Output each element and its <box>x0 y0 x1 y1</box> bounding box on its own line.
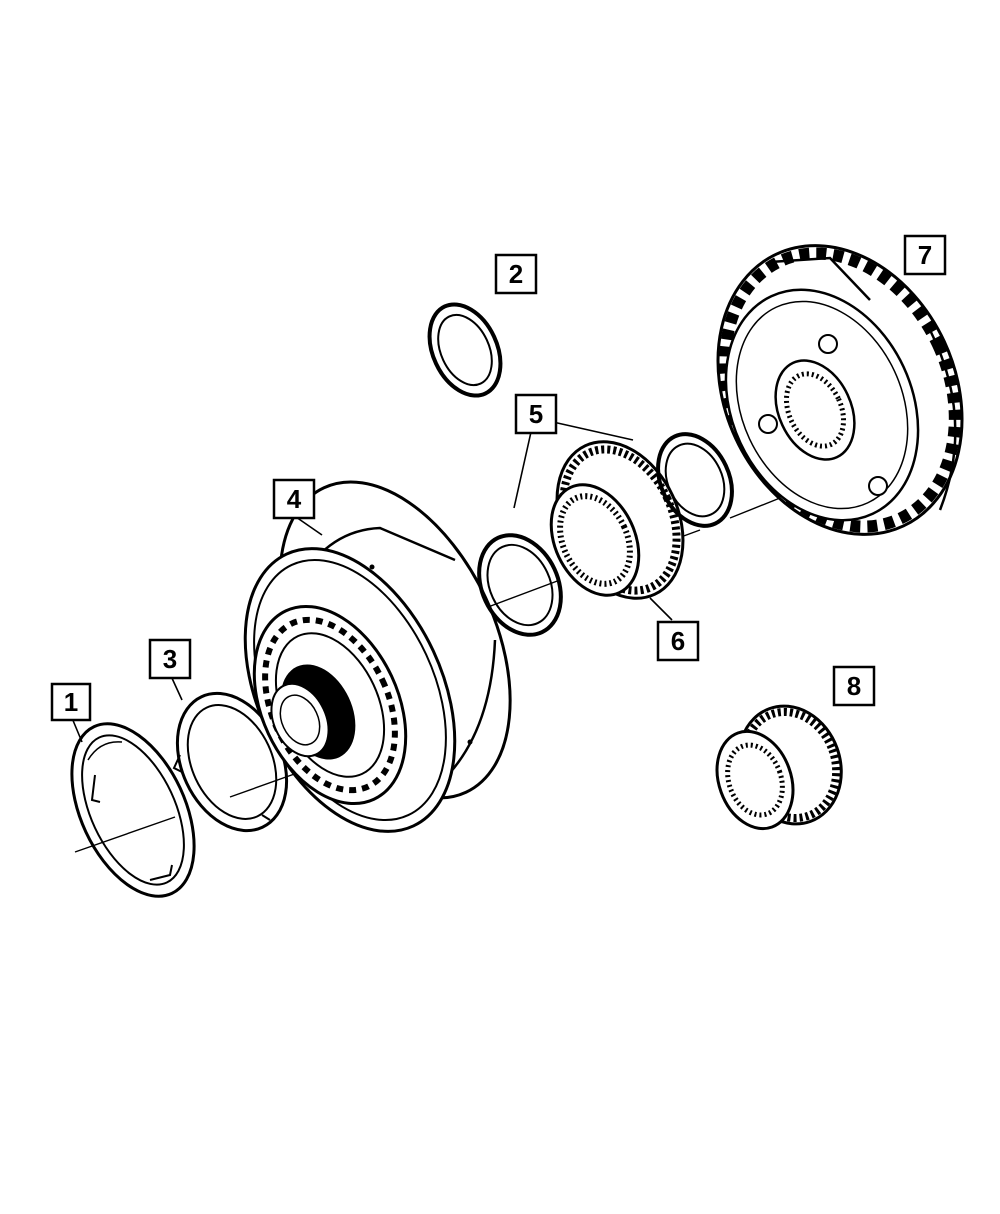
drum-icon <box>243 480 512 833</box>
callout-2: 2 <box>494 253 538 295</box>
leader-4 <box>295 516 323 536</box>
callout-4: 4 <box>272 478 316 520</box>
leader-1 <box>71 717 83 743</box>
callout-5: 5 <box>514 393 558 435</box>
leader-5a <box>513 431 532 509</box>
leader-5b <box>552 421 634 441</box>
carrier-icon <box>716 244 964 536</box>
snap-ring-icon <box>70 722 196 898</box>
callout-8: 8 <box>832 665 876 707</box>
bearing-icon <box>477 533 563 637</box>
leader-6 <box>649 597 673 621</box>
callout-4-label: 4 <box>287 484 302 514</box>
callout-3: 3 <box>148 638 192 680</box>
gear-icon <box>715 704 843 831</box>
callout-5-label: 5 <box>529 399 543 429</box>
callout-6-label: 6 <box>671 626 685 656</box>
leader-lines <box>71 421 673 743</box>
callout-8-label: 8 <box>847 671 861 701</box>
callout-3-label: 3 <box>163 644 177 674</box>
callout-2-label: 2 <box>509 259 523 289</box>
callout-1: 1 <box>50 682 92 722</box>
callout-7-label: 7 <box>918 240 932 270</box>
callout-1-label: 1 <box>64 687 78 717</box>
leader-3 <box>170 675 183 701</box>
callout-6: 6 <box>656 620 700 662</box>
callout-7: 7 <box>903 234 947 276</box>
washer-icon <box>427 302 503 398</box>
bearing-icon <box>656 432 734 528</box>
